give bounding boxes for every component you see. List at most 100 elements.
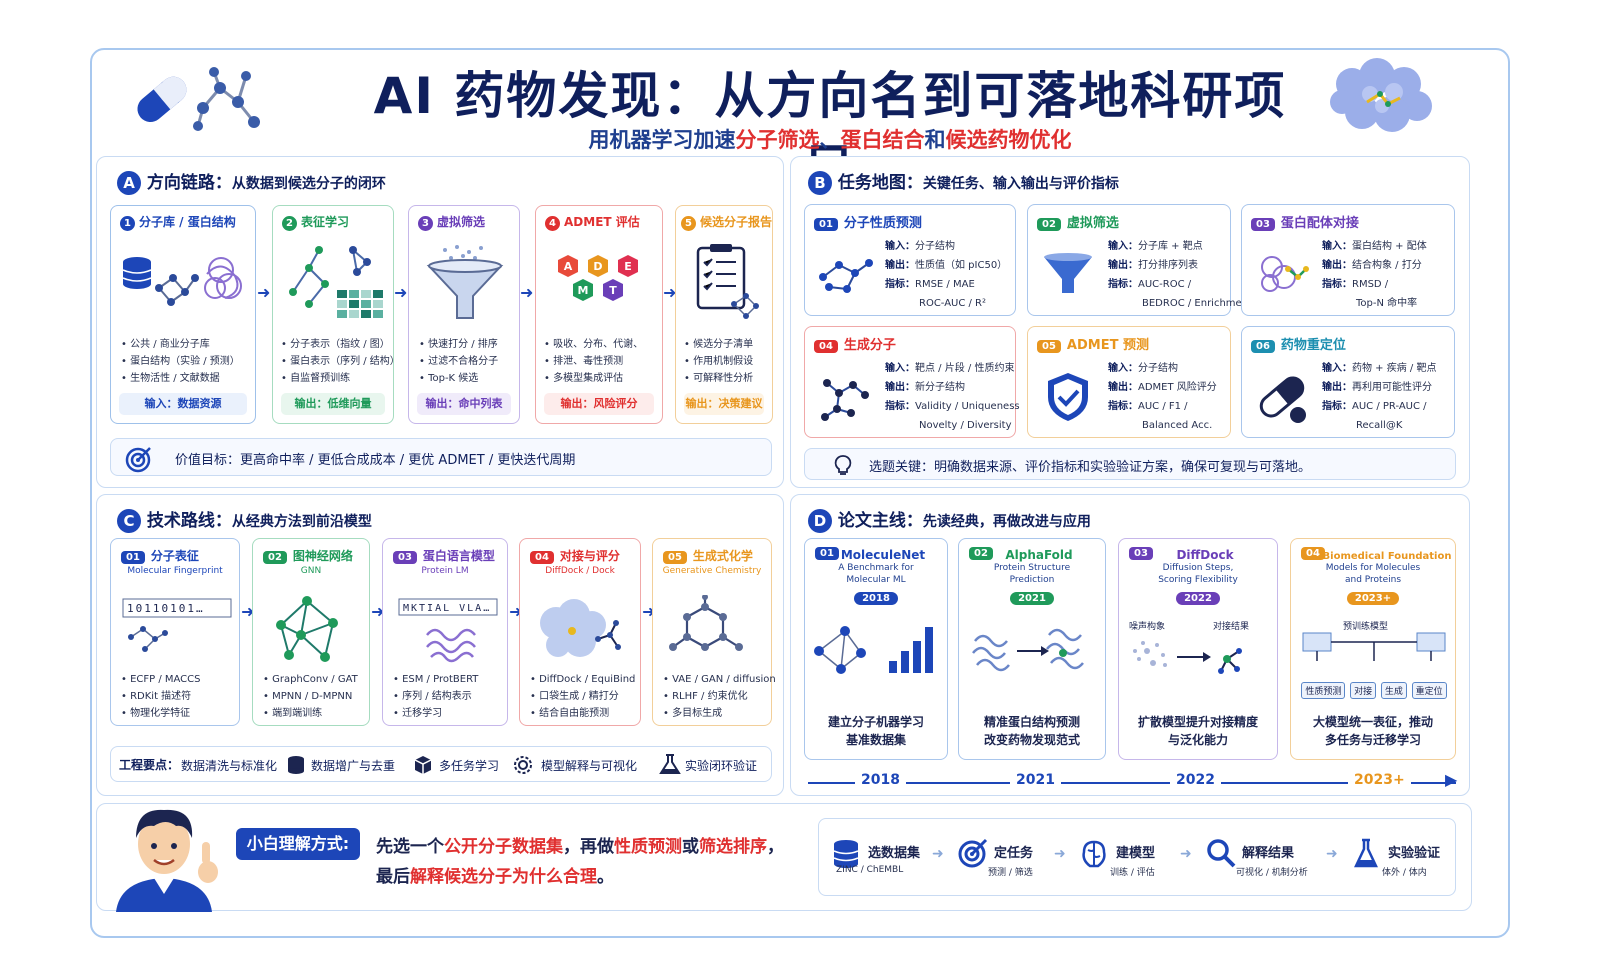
topic-key-strip: 选题关键：明确数据来源、评价指标和实验验证方案，确保可复现与可落地。 [804, 448, 1456, 480]
svg-text:D: D [593, 260, 602, 273]
beginner-line-2: 最后解释候选分子为什么合理。 [376, 867, 614, 887]
timeline-arrow-icon: ▶ [1445, 770, 1458, 789]
paper-illustration [972, 628, 1084, 672]
eng-item: 数据增广与去重 [311, 759, 396, 773]
protein-structure-icon [1330, 58, 1432, 132]
panel-a-header: A 方向链路：从数据到候选分子的闭环 [117, 168, 386, 195]
arrow-right-icon: ➜ [520, 283, 534, 302]
step-output-1: 输入：数据资源 [119, 393, 247, 415]
svg-text:M: M [578, 284, 589, 297]
arrow-right-icon: ➜ [241, 602, 255, 621]
admet-hexagons-icon: A D E M T [558, 255, 638, 301]
svg-text:10110101…: 10110101… [127, 602, 205, 615]
database-molecule-icon [122, 257, 242, 306]
svg-text:T: T [609, 284, 617, 297]
tech-illustration: 10110101… [122, 598, 232, 652]
timeline-year: 2018 [855, 772, 906, 788]
clipboard-report-icon [696, 244, 759, 319]
eng-item: 数据清洗与标准化 [181, 759, 278, 773]
flask-icon [1354, 838, 1378, 868]
workflow-step: 定任务 预测 / 筛选 [988, 846, 1034, 878]
brain-icon [1082, 840, 1106, 868]
arrow-right-icon: ➜ [1054, 846, 1066, 862]
paper-illustration: 噪声构象对接结果 [1129, 621, 1249, 674]
task-tag: 性质预测 [1301, 682, 1346, 699]
page-title: AI 药物发现：从方向名到可落地科研项目 [373, 67, 1287, 197]
task-icon [1261, 256, 1309, 292]
task-icon [1044, 253, 1092, 293]
arrow-right-icon: ➜ [394, 283, 408, 302]
engineering-label: 工程要点： [119, 758, 180, 772]
workflow-step: 选数据集 ZINC / ChEMBL [836, 846, 921, 875]
tech-illustration [276, 596, 338, 662]
panel-d-header: D 论文主线：先读经典，再做改进与应用 [808, 506, 1091, 533]
eng-item: 多任务学习 [439, 759, 500, 773]
timeline-year: 2022 [1170, 772, 1221, 788]
svg-text:A: A [564, 260, 573, 273]
cube-icon [414, 756, 432, 774]
task-tag: 对接 [1350, 682, 1377, 699]
tech-illustration [540, 599, 621, 657]
beginner-badge: 小白理解方式: [236, 828, 360, 860]
svg-text:MKTIAL VLA…: MKTIAL VLA… [403, 603, 491, 614]
arrow-right-icon: ➜ [1180, 846, 1192, 862]
page-subtitle: 用机器学习加速分子筛选、蛋白结合和候选药物优化 [588, 128, 1072, 152]
flask-icon [659, 754, 681, 774]
arrow-right-icon: ➜ [371, 602, 385, 621]
magnifier-icon [1207, 839, 1236, 868]
workflow-step: 解释结果 可视化 / 机制分析 [1236, 846, 1308, 878]
svg-text:预训练模型: 预训练模型 [1343, 621, 1388, 632]
tech-illustration [669, 595, 743, 651]
arrow-right-icon: ➜ [1326, 846, 1338, 862]
lightbulb-icon [834, 455, 852, 475]
task-icon [821, 379, 869, 421]
paper-illustration: 预训练模型 [1302, 621, 1446, 661]
step-output-2: 输出：低维向量 [281, 393, 385, 415]
paper-illustration [814, 626, 933, 674]
panel-b-header: B 任务地图：关键任务、输入输出与评价指标 [808, 168, 1119, 195]
value-goal-strip: 价值目标：更高命中率 / 更低合成成本 / 更优 ADMET / 更快迭代周期 [110, 438, 772, 476]
topic-key-text: 选题关键：明确数据来源、评价指标和实验验证方案，确保可复现与可落地。 [869, 460, 1312, 475]
task-icon [1259, 376, 1306, 423]
task-tag: 重定位 [1411, 682, 1447, 699]
step-output-3: 输出：命中列表 [417, 393, 511, 415]
beginner-line-1: 先选一个公开分子数据集，再做性质预测或筛选排序， [376, 837, 784, 857]
tech-illustration: MKTIAL VLA… [398, 598, 498, 663]
value-goal-text: 价值目标：更高命中率 / 更低合成成本 / 更优 ADMET / 更快迭代周期 [175, 453, 576, 468]
student-avatar-icon [116, 809, 218, 912]
svg-text:E: E [624, 260, 632, 273]
eng-item: 模型解释与可视化 [541, 759, 638, 773]
panel-c-header: C 技术路线：从经典方法到前沿模型 [117, 506, 372, 533]
engineering-strip: 工程要点： 数据清洗与标准化 数据增广与去重 多任务学习 模型解释与可视化 实验… [110, 746, 772, 782]
svg-text:对接结果: 对接结果 [1213, 621, 1249, 632]
database-icon [288, 756, 304, 774]
target-icon [125, 447, 151, 473]
arrow-right-icon: ➜ [932, 846, 944, 862]
workflow-strip [818, 818, 1456, 896]
timeline-year: 2021 [1010, 772, 1061, 788]
gear-icon [514, 756, 532, 774]
pill-molecule-icon [137, 67, 260, 131]
timeline-year: 2023+ [1348, 772, 1411, 788]
step-output-5: 输出：决策建议 [684, 393, 764, 415]
funnel-icon [426, 245, 504, 319]
workflow-step: 建模型 训练 / 评估 [1110, 846, 1156, 878]
